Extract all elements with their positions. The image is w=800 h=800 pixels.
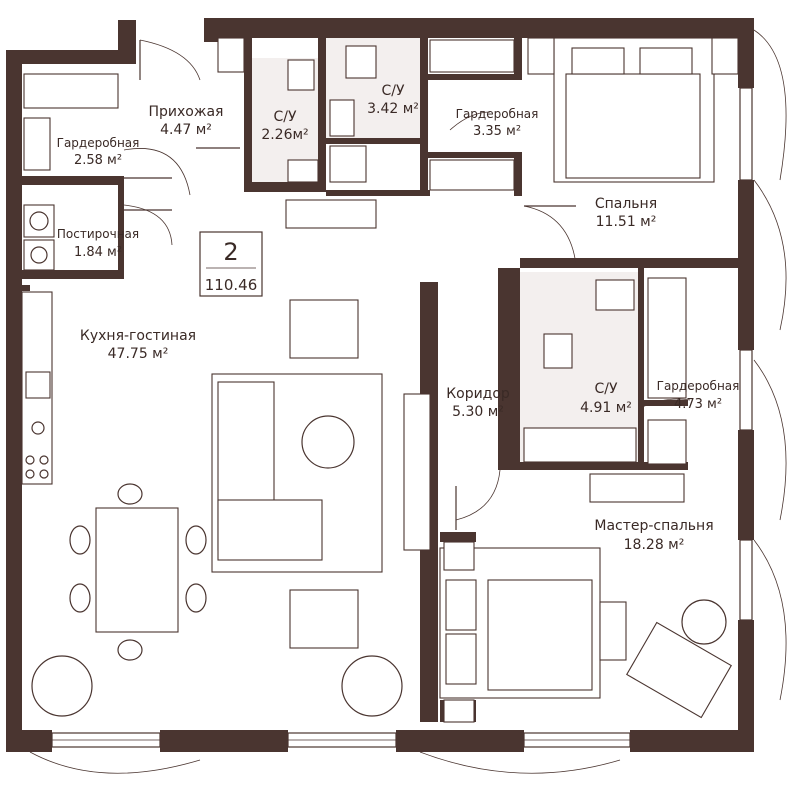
room-hallway-name: Прихожая <box>149 104 224 120</box>
room-bath-small-name: С/У <box>273 109 296 125</box>
room-wardrobe-left-name: Гардеробная <box>57 136 140 150</box>
room-wardrobe-left: Гардеробная 2.58 м² <box>57 136 140 168</box>
room-hallway: Прихожая 4.47 м² <box>149 104 224 138</box>
room-kitchen-living: Кухня-гостиная 47.75 м² <box>80 328 196 362</box>
room-laundry-name: Постирочная <box>57 227 139 241</box>
room-kitchen-living-name: Кухня-гостиная <box>80 328 196 344</box>
room-master-bedroom-area: 18.28 м² <box>624 537 685 553</box>
room-wardrobe-mid-area: 3.35 м² <box>473 124 521 139</box>
room-wardrobe-master-area: 4.73 м² <box>674 397 722 412</box>
room-bath-master: С/У 4.91 м² <box>580 381 632 416</box>
room-bedroom-name: Спальня <box>595 196 657 212</box>
room-corridor-name: Коридор <box>446 386 510 402</box>
room-bedroom: Спальня 11.51 м² <box>595 196 657 230</box>
windows <box>29 29 787 774</box>
room-hallway-area: 4.47 м² <box>160 122 212 138</box>
room-corridor: Коридор 5.30 м² <box>446 386 510 420</box>
room-bath-mid-area: 3.42 м² <box>367 101 419 117</box>
total-area: 110.46 <box>205 276 258 294</box>
room-wardrobe-master-name: Гардеробная <box>657 379 740 393</box>
room-bath-mid-name: С/У <box>381 83 404 99</box>
room-corridor-area: 5.30 м² <box>452 404 504 420</box>
room-bedroom-area: 11.51 м² <box>596 214 657 230</box>
room-labels: Прихожая 4.47 м² Гардеробная 2.58 м² Пос… <box>57 83 740 553</box>
doors <box>123 39 691 530</box>
room-wardrobe-mid-name: Гардеробная <box>456 107 539 121</box>
room-bath-master-area: 4.91 м² <box>580 400 632 416</box>
summary-badge: 2 110.46 <box>199 231 263 297</box>
room-wardrobe-master: Гардеробная 4.73 м² <box>657 379 740 412</box>
furniture <box>21 37 739 723</box>
room-laundry-area: 1.84 м² <box>74 245 122 260</box>
room-bath-small-area: 2.26м² <box>261 127 308 143</box>
room-wardrobe-mid: Гардеробная 3.35 м² <box>456 107 539 139</box>
room-master-bedroom: Мастер-спальня 18.28 м² <box>594 518 713 553</box>
room-kitchen-living-area: 47.75 м² <box>108 346 169 362</box>
room-bath-small: С/У 2.26м² <box>261 109 308 143</box>
rooms-count: 2 <box>223 238 238 266</box>
room-master-bedroom-name: Мастер-спальня <box>594 518 713 534</box>
room-bath-master-name: С/У <box>594 381 617 397</box>
room-laundry: Постирочная 1.84 м² <box>57 227 139 260</box>
room-wardrobe-left-area: 2.58 м² <box>74 153 122 168</box>
room-bath-mid: С/У 3.42 м² <box>367 83 419 117</box>
walls <box>6 18 754 752</box>
